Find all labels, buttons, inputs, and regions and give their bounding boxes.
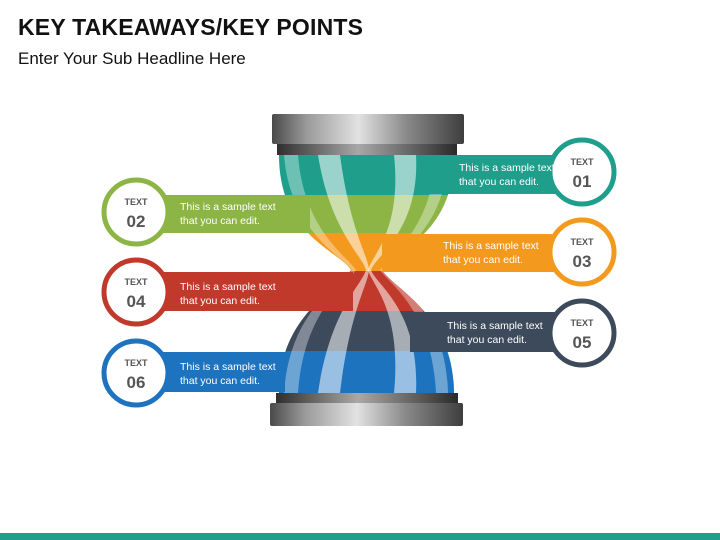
- item-text-06-line2: that you can edit.: [180, 375, 260, 387]
- item-label-03: TEXT: [570, 237, 594, 247]
- item-text-02-line1: This is a sample text: [180, 201, 276, 213]
- bottom-accent-bar: [0, 533, 720, 540]
- item-label-04: TEXT: [124, 277, 148, 287]
- item-bar-03: [382, 234, 575, 272]
- item-text-01-line2: that you can edit.: [459, 176, 539, 188]
- band-06: [279, 351, 454, 393]
- item-number-05: 05: [573, 333, 592, 352]
- item-number-04: 04: [127, 292, 146, 311]
- item-text-02-line2: that you can edit.: [180, 215, 260, 227]
- item-circle-05: TEXT 05: [547, 298, 617, 368]
- bottom-cap: [270, 403, 463, 426]
- item-bar-05: [410, 312, 575, 352]
- item-text-05-line2: that you can edit.: [447, 334, 527, 346]
- item-text-04-line2: that you can edit.: [180, 295, 260, 307]
- item-text-04-line1: This is a sample text: [180, 281, 276, 293]
- item-text-06-line1: This is a sample text: [180, 361, 276, 373]
- top-cap: [272, 114, 464, 144]
- item-label-06: TEXT: [124, 358, 148, 368]
- item-bar-04: [145, 272, 353, 311]
- item-circle-06: TEXT 06: [101, 338, 171, 408]
- item-text-03-line2: that you can edit.: [443, 254, 523, 266]
- item-label-05: TEXT: [570, 318, 594, 328]
- item-text-01-line1: This is a sample text: [459, 162, 555, 174]
- item-circle-04: TEXT 04: [101, 257, 171, 327]
- item-label-02: TEXT: [124, 197, 148, 207]
- item-number-01: 01: [573, 172, 592, 191]
- item-circle-02: TEXT 02: [101, 177, 171, 247]
- top-cap-lip: [277, 144, 457, 155]
- item-circle-03: TEXT 03: [547, 217, 617, 287]
- bottom-cap-lip: [276, 393, 458, 403]
- item-label-01: TEXT: [570, 157, 594, 167]
- item-circle-01: TEXT 01: [547, 137, 617, 207]
- item-number-02: 02: [127, 212, 146, 231]
- item-number-03: 03: [573, 252, 592, 271]
- item-text-03-line1: This is a sample text: [443, 240, 539, 252]
- item-text-05-line1: This is a sample text: [447, 320, 543, 332]
- item-number-06: 06: [127, 373, 146, 392]
- page-title: KEY TAKEAWAYS/KEY POINTS: [18, 14, 364, 40]
- page-subtitle: Enter Your Sub Headline Here: [18, 49, 246, 68]
- item-bar-02: [145, 195, 310, 233]
